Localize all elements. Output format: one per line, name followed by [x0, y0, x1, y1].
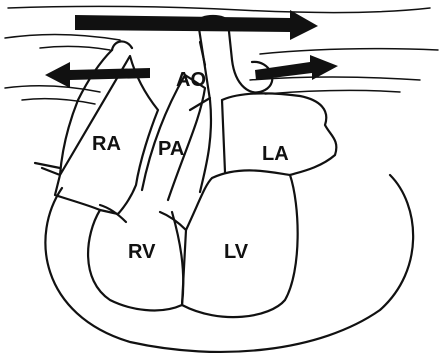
flow-line-left-2 [40, 46, 110, 50]
top-right-arrow [75, 10, 318, 40]
flow-line-right-1 [260, 49, 438, 54]
label-lv: LV [224, 241, 249, 263]
flow-line-left-4 [22, 99, 95, 104]
outer-outline [45, 175, 413, 352]
label-rv: RV [128, 241, 156, 263]
ra-inflow-arrow [35, 163, 60, 168]
label-la: LA [262, 143, 289, 165]
flow-line-top [8, 6, 430, 12]
aorta [198, 22, 272, 192]
flow-line-left-1 [5, 34, 120, 40]
label-pa: PA [158, 138, 184, 160]
label-ra: RA [92, 133, 121, 155]
label-ao: AO [176, 69, 206, 91]
ra-appendage [112, 41, 132, 50]
